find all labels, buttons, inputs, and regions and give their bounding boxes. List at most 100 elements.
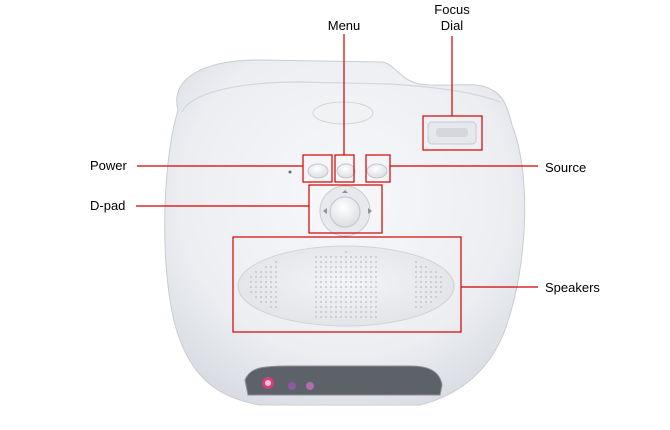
speaker-hole (350, 256, 352, 258)
speaker-hole (345, 251, 347, 253)
dpad-up-arrow (342, 190, 348, 193)
speaker-hole (375, 301, 377, 303)
speaker-hole (375, 266, 377, 268)
speaker-hole (355, 316, 357, 318)
menu-label: Menu (327, 18, 361, 33)
speaker-hole (435, 276, 437, 278)
speaker-hole (370, 291, 372, 293)
speaker-hole (320, 301, 322, 303)
focus-dial-highlight-box (422, 115, 483, 151)
port-2 (288, 382, 296, 390)
speaker-hole (270, 271, 272, 273)
dpad-label: D-pad (90, 198, 126, 213)
speaker-hole (350, 271, 352, 273)
focus-dial-label-line2: Dial (440, 18, 464, 33)
speaker-hole (350, 261, 352, 263)
speaker-hole (365, 256, 367, 258)
speaker-hole (325, 306, 327, 308)
speaker-hole (335, 301, 337, 303)
dpad-highlight-box (308, 184, 383, 234)
speaker-hole (275, 306, 277, 308)
speaker-hole (415, 291, 417, 293)
speaker-hole (265, 266, 267, 268)
speaker-holes (250, 251, 442, 318)
speaker-hole (415, 296, 417, 298)
speaker-hole (340, 316, 342, 318)
speaker-hole (330, 261, 332, 263)
speaker-hole (360, 291, 362, 293)
speaker-hole (365, 281, 367, 283)
speaker-hole (370, 271, 372, 273)
speaker-hole (375, 306, 377, 308)
speaker-hole (440, 281, 442, 283)
speaker-hole (340, 306, 342, 308)
speaker-hole (425, 296, 427, 298)
speaker-hole (425, 301, 427, 303)
speaker-hole (265, 276, 267, 278)
speaker-hole (275, 296, 277, 298)
speaker-hole (370, 286, 372, 288)
speaker-hole (340, 271, 342, 273)
speaker-hole (355, 306, 357, 308)
speaker-hole (360, 271, 362, 273)
menu-highlight-box (334, 154, 355, 183)
speaker-hole (370, 301, 372, 303)
speaker-hole (250, 286, 252, 288)
speaker-hole (375, 311, 377, 313)
speaker-hole (430, 271, 432, 273)
speaker-hole (330, 256, 332, 258)
speaker-hole (435, 296, 437, 298)
speaker-hole (275, 281, 277, 283)
dpad-left-arrow (323, 208, 327, 214)
speaker-hole (370, 281, 372, 283)
speaker-hole (345, 256, 347, 258)
speaker-hole (325, 296, 327, 298)
speaker-hole (250, 291, 252, 293)
speaker-hole (320, 266, 322, 268)
speaker-hole (345, 296, 347, 298)
speaker-hole (330, 291, 332, 293)
speaker-hole (350, 301, 352, 303)
speaker-hole (370, 316, 372, 318)
dpad-center (329, 196, 361, 228)
speaker-hole (420, 296, 422, 298)
speaker-hole (370, 261, 372, 263)
speaker-hole (330, 311, 332, 313)
port-3 (306, 382, 314, 390)
speaker-hole (265, 271, 267, 273)
speaker-hole (425, 276, 427, 278)
speaker-hole (325, 271, 327, 273)
speaker-hole (415, 261, 417, 263)
speaker-hole (335, 281, 337, 283)
speaker-hole (320, 316, 322, 318)
speaker-hole (420, 286, 422, 288)
speaker-hole (415, 266, 417, 268)
speaker-hole (365, 271, 367, 273)
speaker-hole (330, 301, 332, 303)
speaker-hole (375, 281, 377, 283)
speaker-hole (365, 316, 367, 318)
speaker-hole (315, 311, 317, 313)
power-button (307, 163, 329, 179)
speaker-hole (270, 291, 272, 293)
speaker-hole (330, 296, 332, 298)
speaker-hole (325, 286, 327, 288)
speaker-hole (340, 301, 342, 303)
speaker-hole (340, 286, 342, 288)
speaker-hole (345, 311, 347, 313)
speaker-hole (275, 266, 277, 268)
speaker-hole (420, 276, 422, 278)
speaker-hole (365, 301, 367, 303)
speaker-hole (335, 256, 337, 258)
speaker-hole (345, 276, 347, 278)
speaker-hole (370, 306, 372, 308)
speaker-hole (325, 281, 327, 283)
speaker-hole (270, 301, 272, 303)
speaker-hole (330, 266, 332, 268)
speaker-hole (355, 281, 357, 283)
speaker-hole (345, 306, 347, 308)
speaker-hole (320, 281, 322, 283)
speaker-hole (315, 276, 317, 278)
speaker-hole (260, 271, 262, 273)
speaker-hole (340, 261, 342, 263)
